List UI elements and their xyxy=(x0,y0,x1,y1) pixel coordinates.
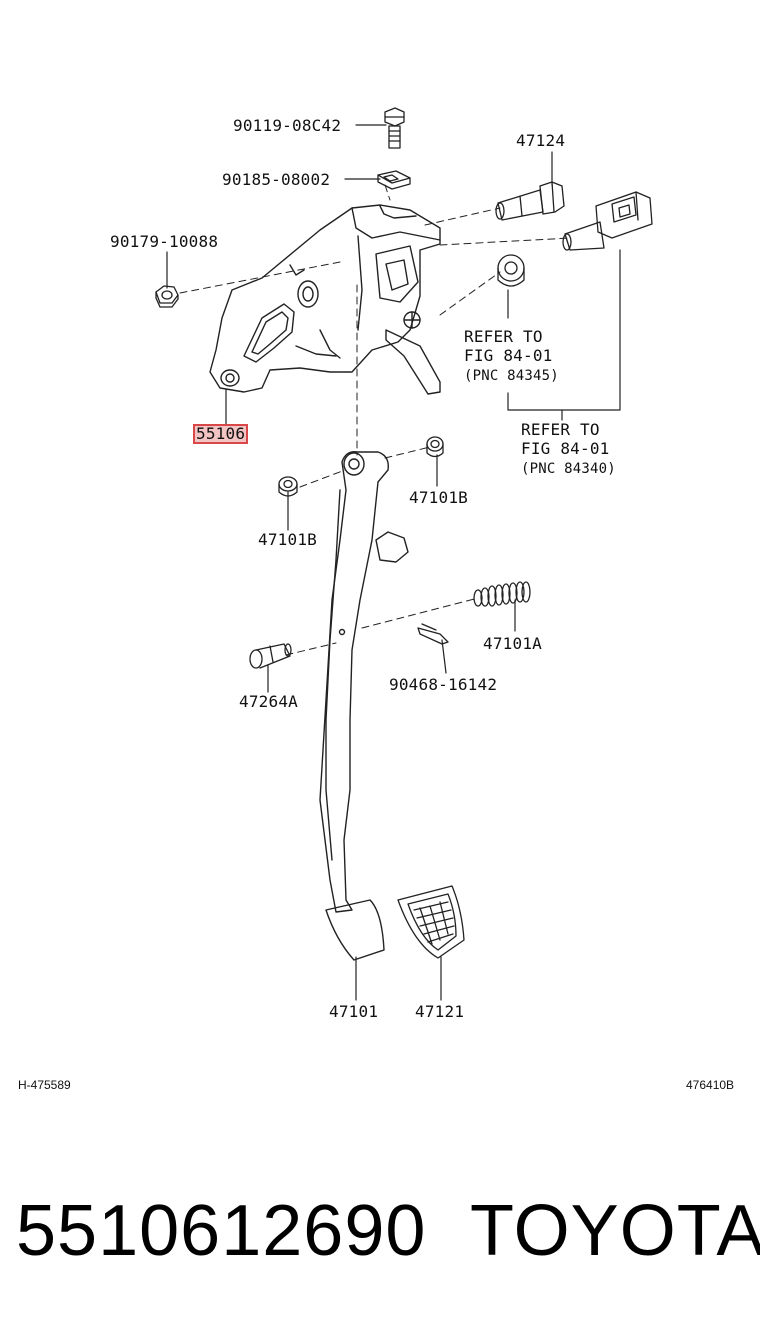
label-47101a[interactable]: 47101A xyxy=(483,634,542,653)
label-90179[interactable]: 90179-10088 xyxy=(110,232,219,251)
ref2-line2: FIG 84-01 xyxy=(521,439,610,458)
pedal-pad-47121 xyxy=(397,885,465,959)
ref1-line1: REFER TO xyxy=(464,327,543,346)
label-47101b-right[interactable]: 47101B xyxy=(409,488,468,507)
ref1-line3: (PNC 84345) xyxy=(464,368,559,384)
pedal-arm-47101 xyxy=(319,451,409,961)
label-47101[interactable]: 47101 xyxy=(329,1002,379,1021)
clip-90468 xyxy=(417,623,449,645)
dashed-lines xyxy=(179,184,571,656)
bolt-47124 xyxy=(495,181,565,221)
leader-lines xyxy=(166,124,621,1001)
drawing-code-right: 476410B xyxy=(686,1078,735,1092)
drawing-code-left: H-475589 xyxy=(18,1078,71,1092)
ref2-line1: REFER TO xyxy=(521,420,600,439)
label-90468[interactable]: 90468-16142 xyxy=(389,675,498,694)
footer-part-number: 5510612690 xyxy=(16,1191,427,1271)
label-55106-highlighted[interactable]: 55106 xyxy=(193,424,249,444)
clip-90185 xyxy=(377,170,411,190)
pin-47264a xyxy=(249,643,292,669)
label-47121[interactable]: 47121 xyxy=(415,1002,465,1021)
label-90185[interactable]: 90185-08002 xyxy=(222,170,331,189)
label-47124[interactable]: 47124 xyxy=(516,131,566,150)
bushing-47101b-left xyxy=(278,476,298,497)
bushing-47101b-right xyxy=(426,436,444,458)
ref1-line2: FIG 84-01 xyxy=(464,346,553,365)
switch-84340 xyxy=(562,191,653,251)
nut-90179 xyxy=(155,285,179,308)
pedal-bracket-55106 xyxy=(209,204,441,395)
label-90119[interactable]: 90119-08C42 xyxy=(233,116,342,135)
spring-47101a xyxy=(473,581,531,607)
bushing-84345 xyxy=(497,254,525,287)
ref2-line3: (PNC 84340) xyxy=(521,461,616,477)
footer-brand: TOYOTA xyxy=(470,1191,760,1271)
bolt-90119 xyxy=(384,107,405,149)
label-47264a[interactable]: 47264A xyxy=(239,692,298,711)
label-47101b-left[interactable]: 47101B xyxy=(258,530,317,549)
